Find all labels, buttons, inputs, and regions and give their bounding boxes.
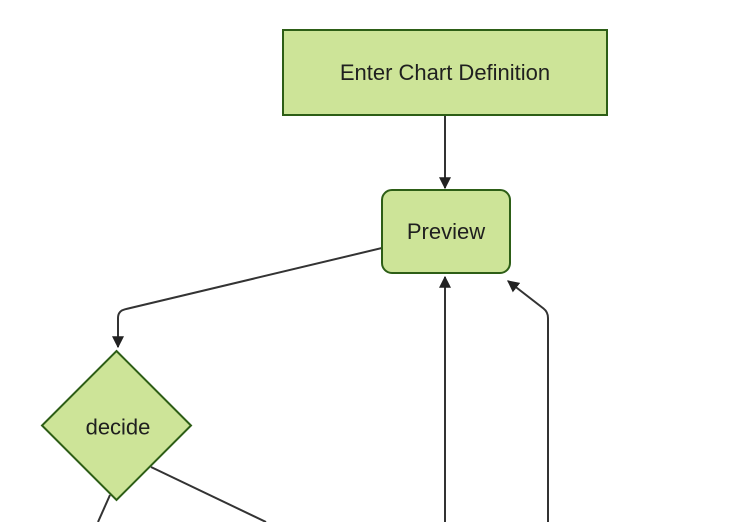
decide-diamond: [40, 349, 193, 502]
node-decide: decide: [40, 349, 193, 502]
edges-layer: [97, 115, 549, 522]
preview-label: Preview: [407, 219, 485, 244]
node-enter-chart-definition: Enter Chart Definition: [282, 29, 608, 116]
preview-box: [381, 189, 511, 274]
edge-preview-to-decide: [112, 247, 383, 349]
node-preview: Preview: [381, 189, 511, 274]
decide-label: decide: [86, 415, 151, 440]
edge-offcanvas-to-preview-corner: [507, 280, 549, 522]
enter-chart-definition-label: Enter Chart Definition: [340, 60, 550, 85]
edge-decide-to-offcanvas-right: [150, 466, 267, 522]
enter-chart-definition-box: [282, 29, 608, 116]
edge-decide-to-offcanvas-left: [97, 494, 111, 522]
